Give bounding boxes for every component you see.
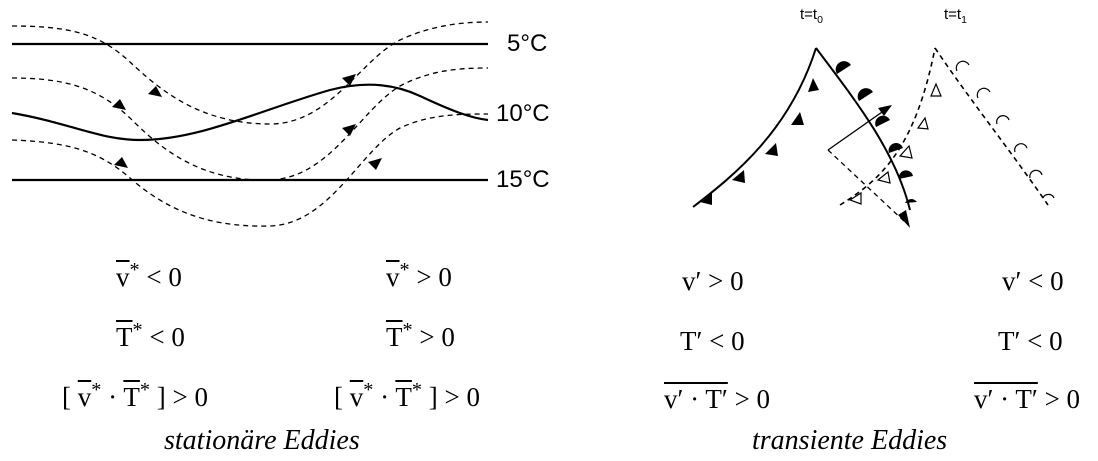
transient-left-t-rel: < 0 — [709, 326, 744, 356]
stationary-left-flux-rel: > 0 — [173, 382, 208, 412]
stationary-left-t: T* < 0 — [116, 320, 185, 351]
isotherm-label-5c: 5°C — [507, 30, 547, 58]
transient-left-flux: v′ · T′ > 0 — [664, 386, 770, 413]
stationary-right-flux-rel: > 0 — [445, 382, 480, 412]
transient-right-t: T′ < 0 — [998, 328, 1063, 355]
isotherm-10c-wave — [12, 85, 488, 140]
isotherm-label-15c: 15°C — [496, 166, 550, 194]
arrowhead-2 — [112, 99, 126, 110]
arrowhead-6 — [368, 158, 382, 170]
time-label-t1: t=t1 — [944, 6, 967, 26]
streamline-1 — [12, 22, 488, 124]
transient-left-v-rel: > 0 — [708, 266, 743, 296]
transient-right-flux: v′ · T′ > 0 — [974, 386, 1080, 413]
stationary-right-t: T* > 0 — [386, 320, 455, 351]
arrowhead-4 — [342, 74, 356, 86]
stationary-right-v: v* > 0 — [386, 260, 452, 291]
isotherm-label-10c: 10°C — [496, 100, 550, 128]
transient-left-flux-rel: > 0 — [735, 384, 770, 414]
stationary-right-v-rel: > 0 — [416, 262, 451, 292]
transient-right-v-rel: < 0 — [1028, 266, 1063, 296]
streamline-2 — [12, 68, 488, 180]
cold-front-t0 — [693, 48, 816, 207]
arrow-v-positive — [828, 110, 885, 150]
stationary-left-v-rel: < 0 — [146, 262, 181, 292]
time-label-t1-base: t=t — [944, 6, 961, 23]
warm-front-t1-semicircles — [956, 61, 1054, 198]
transient-right-v: v′ < 0 — [1002, 268, 1064, 295]
cold-front-t1 — [840, 48, 935, 205]
time-label-t0-base: t=t — [800, 6, 817, 23]
time-label-t0-sub: 0 — [817, 14, 823, 26]
stationary-left-v: v* < 0 — [116, 260, 182, 291]
time-label-t1-sub: 1 — [961, 14, 967, 26]
arrowhead-5 — [342, 124, 356, 136]
time-label-t0: t=t0 — [800, 6, 823, 26]
transient-left-v: v′ > 0 — [682, 268, 744, 295]
warm-front-t0 — [816, 48, 910, 210]
arrow-v-negative — [828, 150, 905, 222]
warm-front-t1 — [935, 48, 1048, 205]
transient-right-t-rel: < 0 — [1027, 326, 1062, 356]
transient-left-t: T′ < 0 — [680, 328, 745, 355]
stationary-right-flux: [ v* · T* ] > 0 — [334, 380, 480, 411]
caption-transient: transiente Eddies — [752, 425, 947, 457]
stationary-left-t-rel: < 0 — [149, 322, 184, 352]
caption-stationary: stationäre Eddies — [164, 425, 360, 457]
transient-right-flux-rel: > 0 — [1045, 384, 1080, 414]
streamlines — [12, 22, 488, 226]
stationary-right-t-rel: > 0 — [419, 322, 454, 352]
stationary-left-flux: [ v* · T* ] > 0 — [62, 380, 208, 411]
